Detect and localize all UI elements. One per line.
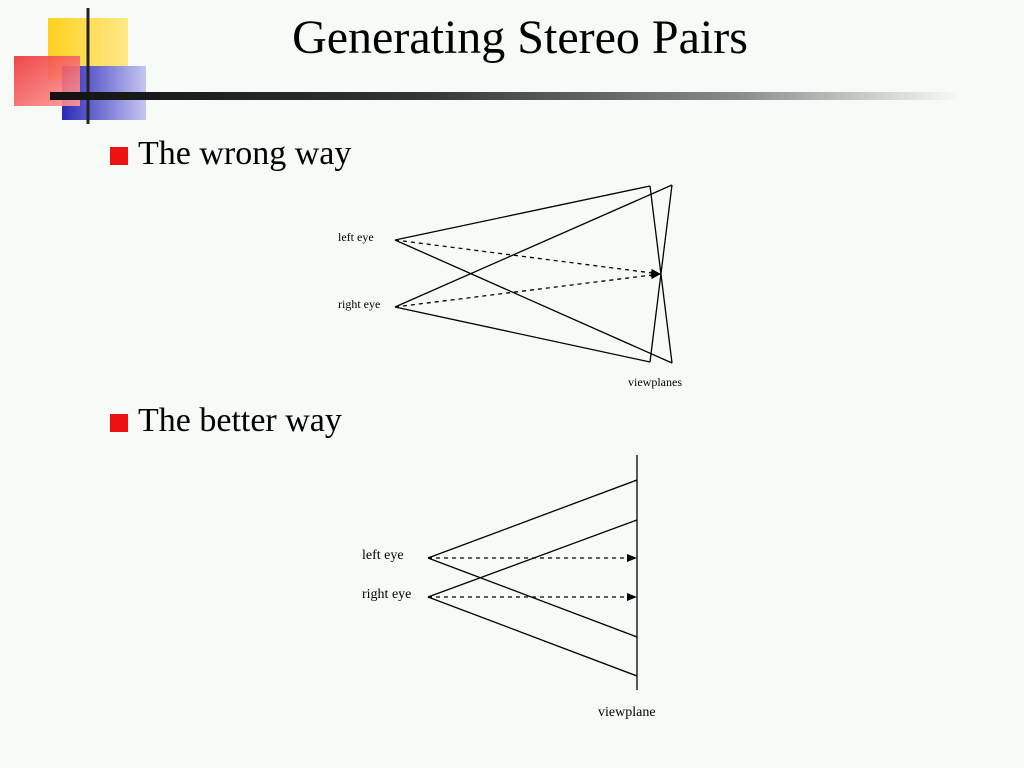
wrong-right-eye-label: right eye <box>338 297 380 311</box>
right-eye-frustum-bottom <box>427 596 638 677</box>
page-title: Generating Stereo Pairs <box>292 11 748 64</box>
left-eye-frustum-top <box>427 479 638 559</box>
right-eye-frustum-bottom <box>394 306 651 363</box>
left-eye-frustum-bottom <box>394 239 673 364</box>
better-right-eye-label: right eye <box>362 587 411 602</box>
better-way-diagram <box>427 455 638 690</box>
viewplane-label: viewplane <box>598 705 656 720</box>
bullet-marker-square-icon <box>110 414 128 432</box>
viewplanes-label: viewplanes <box>628 375 682 389</box>
bullet-better-way: The better way <box>110 401 342 441</box>
right-eye-viewplane <box>649 184 673 363</box>
better-left-eye-label: left eye <box>362 548 404 563</box>
bullet-wrong-way: The wrong way <box>110 134 351 174</box>
right-eye-frustum-top <box>394 184 673 308</box>
title-underline <box>50 92 960 100</box>
bullet-label: The wrong way <box>138 135 352 172</box>
bullet-marker-square-icon <box>110 147 128 165</box>
left-eye-frustum-top <box>394 185 651 241</box>
wrong-left-eye-label: left eye <box>338 230 374 244</box>
bullet-label: The better way <box>138 402 342 439</box>
wrong-way-diagram <box>394 184 673 364</box>
right-eye-view-direction <box>394 271 661 308</box>
